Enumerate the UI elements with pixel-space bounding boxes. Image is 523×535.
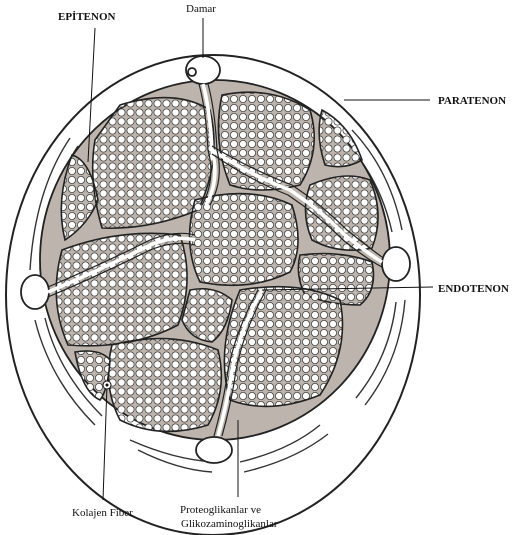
fascicle — [190, 194, 298, 286]
label-paratenon: PARATENON — [438, 95, 506, 107]
label-proteoglikanlar-line2: Glikozaminoglikanlar — [181, 518, 278, 530]
label-damar: Damar — [186, 3, 216, 15]
label-kolajen-fiber: Kolajen Fiber — [72, 507, 133, 519]
vessel-small — [188, 68, 196, 76]
fascicle — [108, 339, 221, 432]
fascicle — [56, 233, 187, 346]
vessel-right — [382, 247, 410, 281]
vessel-bottom — [196, 437, 232, 463]
label-endotenon: ENDOTENON — [438, 283, 509, 295]
label-epitenon: EPİTENON — [58, 11, 116, 23]
vessel-left — [21, 275, 49, 309]
label-proteoglikanlar-line1: Proteoglikanlar ve — [180, 504, 261, 516]
fascicle — [218, 92, 314, 190]
